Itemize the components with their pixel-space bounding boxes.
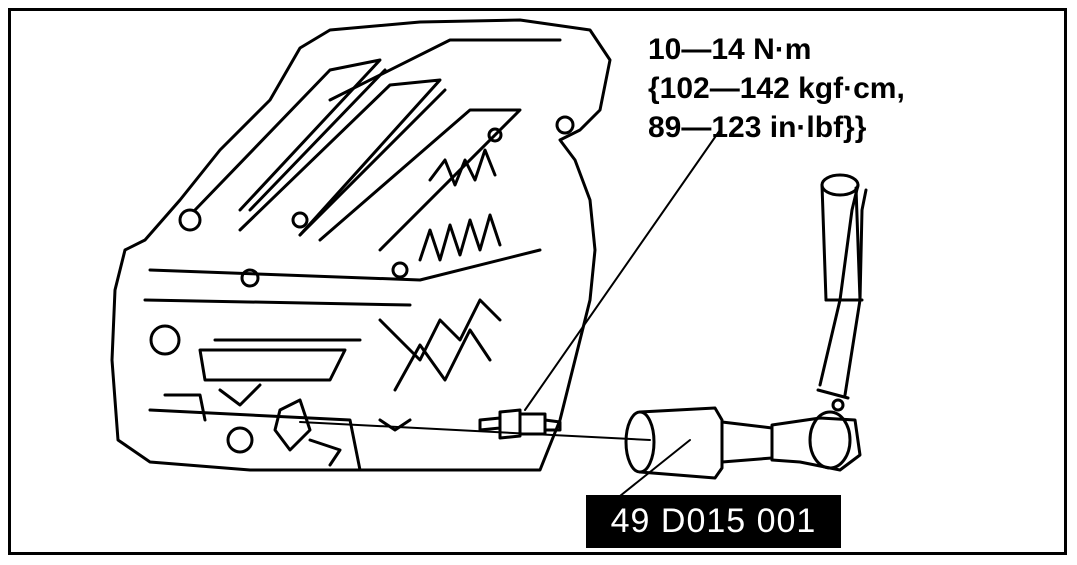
engine-cylinder-head [110,18,612,472]
socket-tool [614,406,774,501]
torque-spec-line-1: 10—14 N·m [648,33,812,66]
ratchet-wrench [770,173,868,472]
tool-part-number-label: 49 D015 001 [586,495,841,548]
torque-spec-line-2: {102—142 kgf·cm, [648,72,905,105]
torque-leader-line [524,129,721,411]
alignment-centerline [299,421,651,441]
torque-spec: 10—14 N·m {102—142 kgf·cm, 89—123 in·lbf… [648,30,978,147]
torque-spec-line-3: 89—123 in·lbf}} [648,111,867,144]
